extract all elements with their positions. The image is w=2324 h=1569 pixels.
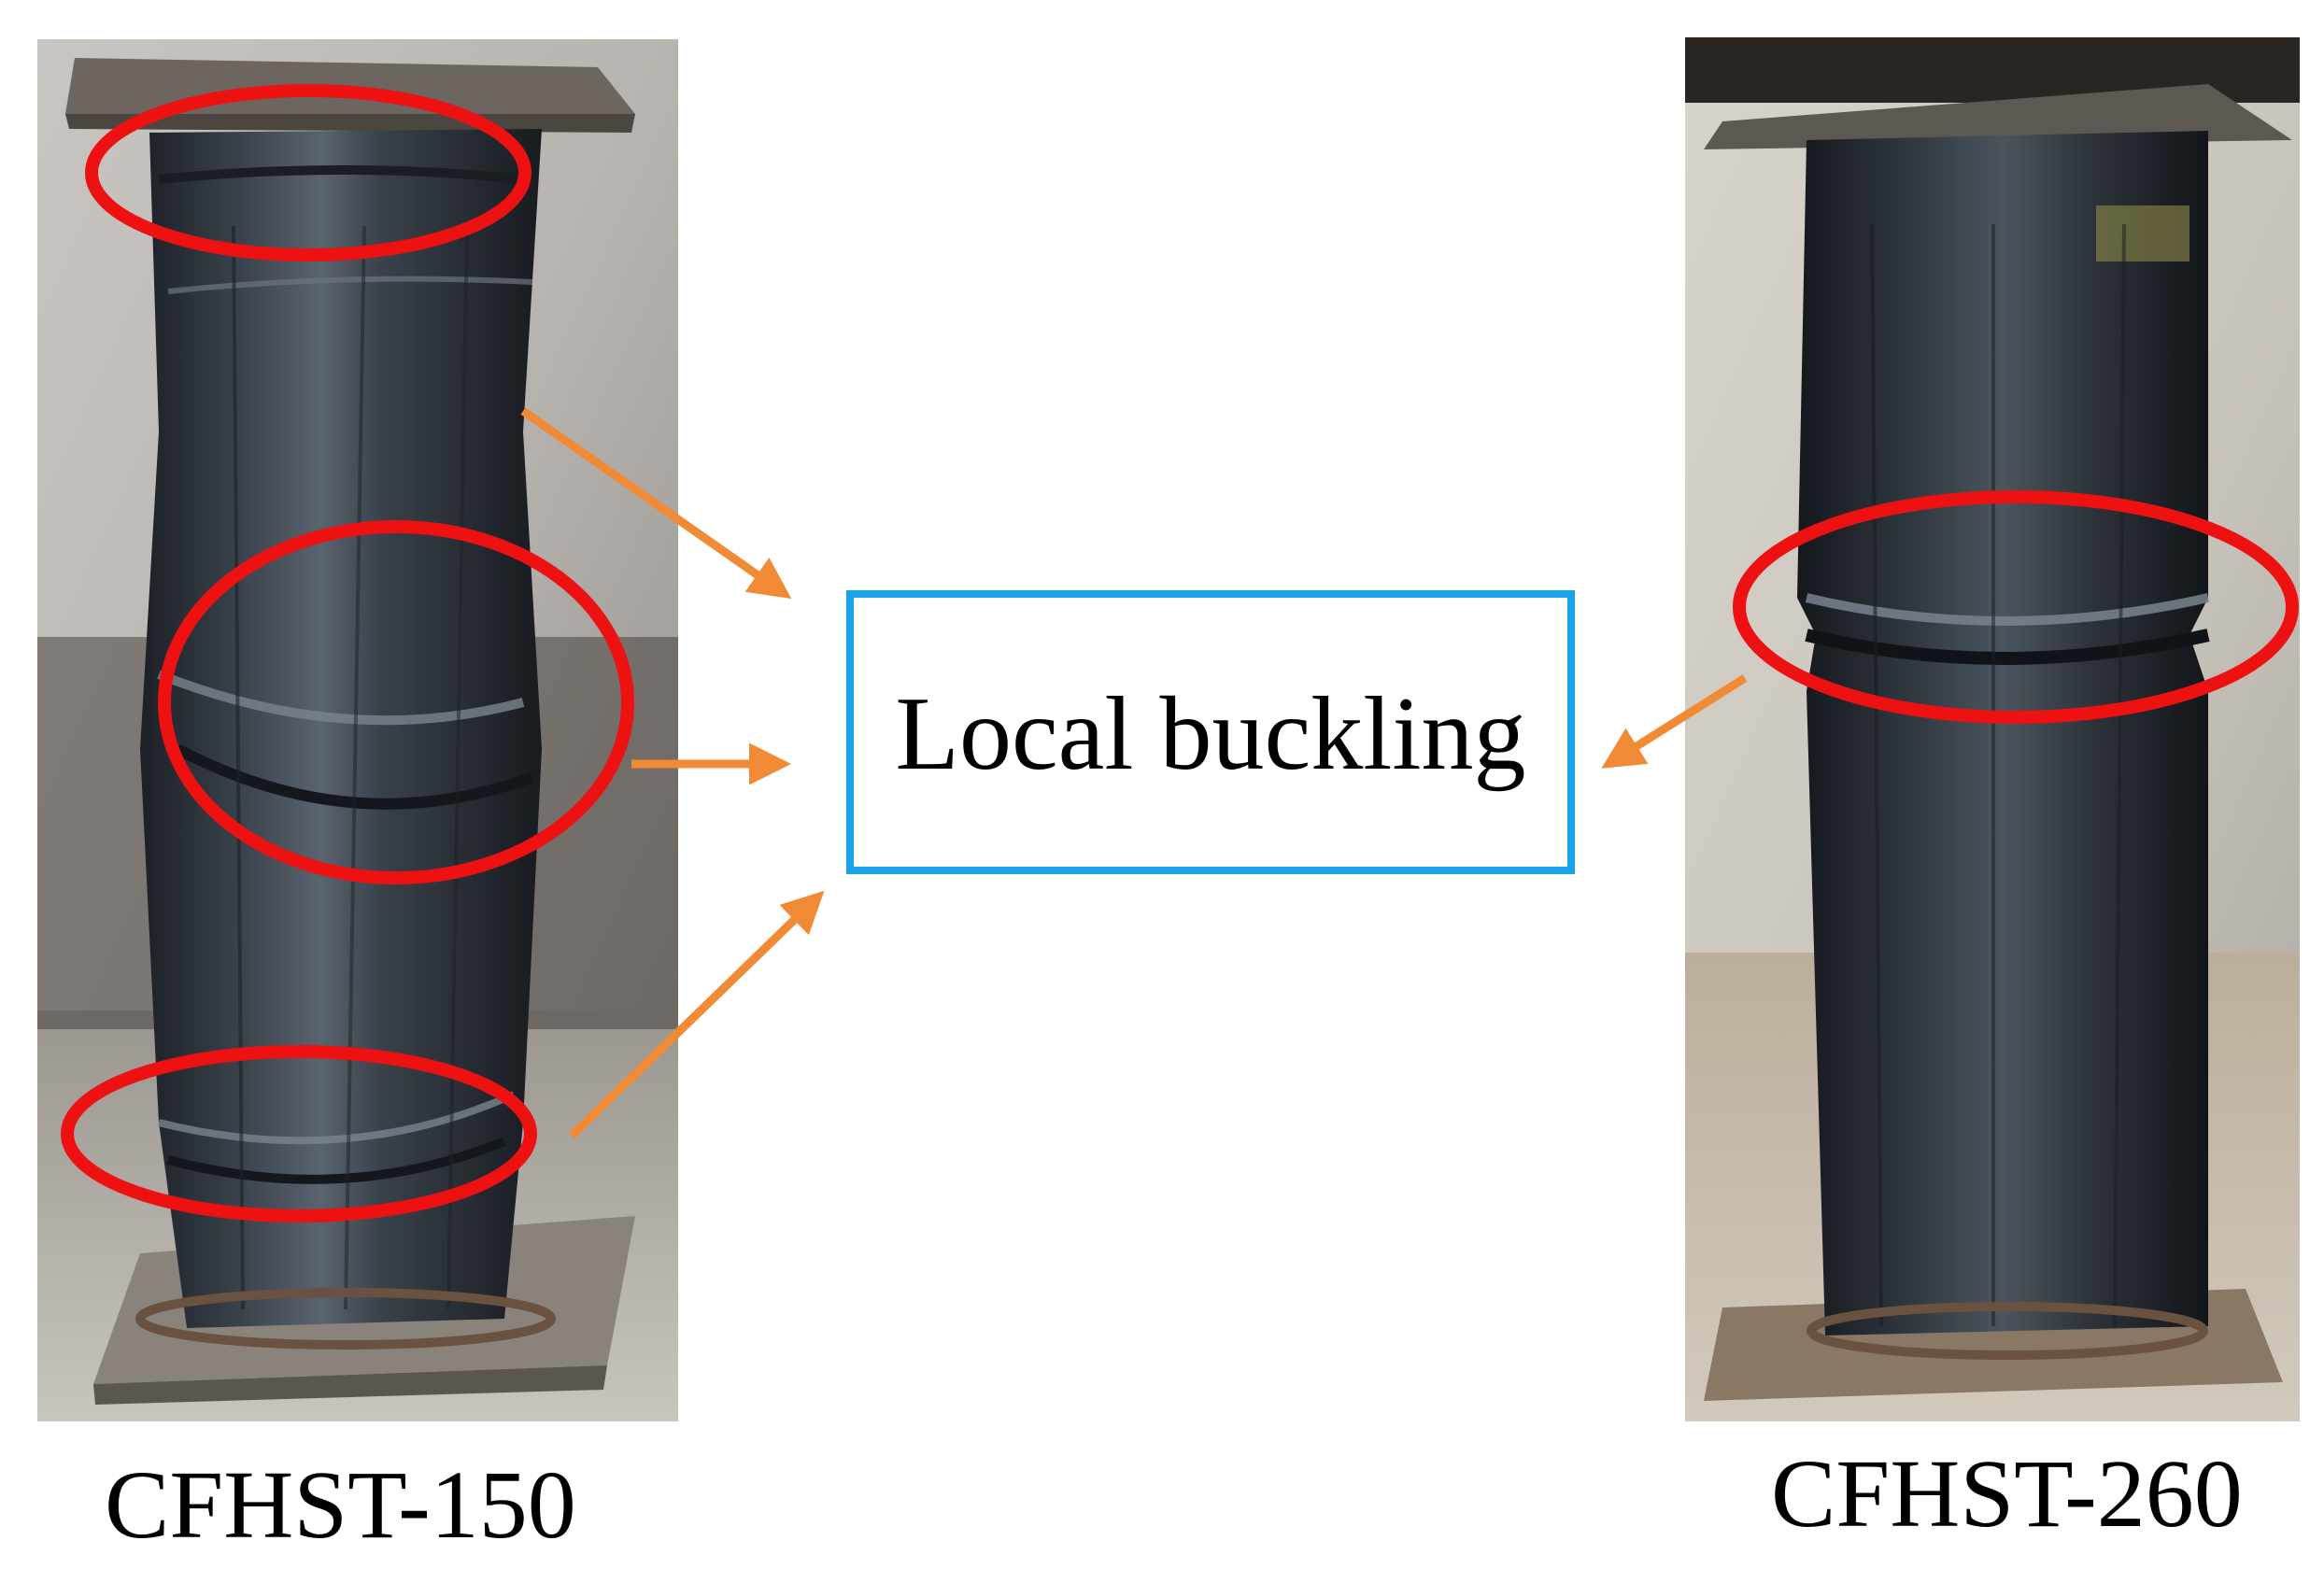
local-buckling-label: Local buckling: [895, 676, 1526, 792]
marking-line: [2113, 223, 2126, 1327]
bottom-plate-edge: [93, 1365, 607, 1405]
local-buckling-label-box: Local buckling: [846, 590, 1575, 874]
marking-line: [1870, 223, 1883, 1327]
specimen-caption-right: CFHST-260: [1771, 1440, 2243, 1548]
steel-tube: [1797, 131, 2208, 1336]
buckle-ripple: [167, 276, 533, 294]
yellow-marking: [2096, 205, 2189, 262]
weld-ring: [1807, 1302, 2208, 1360]
specimen-caption-left: CFHST-150: [105, 1451, 576, 1559]
specimen-photo-cfhst-260: [1685, 37, 2300, 1421]
weld-ring: [135, 1288, 556, 1350]
column-illustration-right: [1685, 37, 2300, 1421]
column-illustration-left: [37, 39, 678, 1421]
specimen-photo-cfhst-150: [37, 39, 678, 1421]
